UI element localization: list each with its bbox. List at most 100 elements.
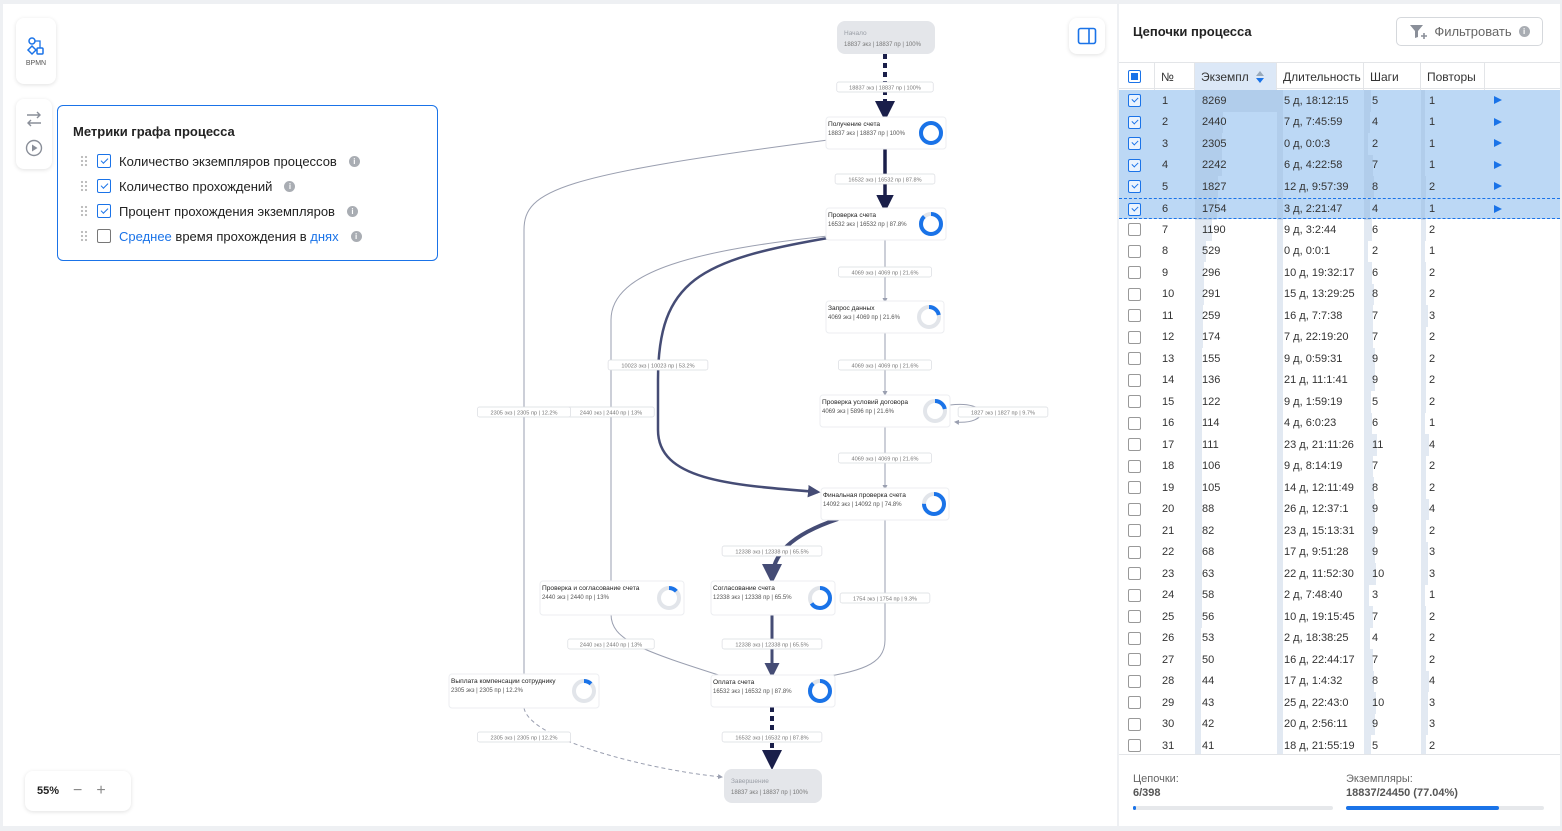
- node-box[interactable]: [825, 207, 947, 241]
- graph-edge[interactable]: [523, 707, 723, 780]
- row-checkbox[interactable]: [1128, 287, 1141, 301]
- row-checkbox[interactable]: [1128, 739, 1141, 752]
- drag-handle-icon[interactable]: [80, 230, 88, 242]
- row-checkbox[interactable]: [1128, 266, 1141, 279]
- row-checkbox[interactable]: [1128, 180, 1141, 193]
- row-checkbox[interactable]: [1128, 352, 1141, 365]
- row-checkbox[interactable]: [1128, 545, 1141, 559]
- graph-edge[interactable]: [608, 235, 829, 586]
- terminal-node-box[interactable]: [837, 21, 935, 54]
- row-checkbox[interactable]: [1128, 309, 1141, 322]
- column-header-steps[interactable]: Шаги: [1364, 63, 1421, 90]
- node-box[interactable]: [539, 580, 685, 616]
- column-header-number[interactable]: №: [1155, 63, 1195, 90]
- play-icon[interactable]: [1494, 139, 1502, 147]
- row-checkbox[interactable]: [1128, 696, 1141, 709]
- node-box[interactable]: [448, 673, 600, 709]
- row-checkbox[interactable]: [1128, 610, 1141, 623]
- node-box[interactable]: [710, 580, 836, 616]
- metric-percent[interactable]: Процент прохождения экземпляров i: [80, 202, 358, 220]
- select-all-checkbox[interactable]: [1128, 70, 1141, 83]
- row-checkbox[interactable]: [1128, 459, 1141, 473]
- row-checkbox[interactable]: [1128, 202, 1141, 216]
- node-box[interactable]: [820, 487, 950, 521]
- toggle-panel-button[interactable]: [1069, 18, 1105, 54]
- node-box[interactable]: [710, 674, 836, 708]
- swap-arrows-icon[interactable]: [25, 111, 43, 127]
- graph-edge[interactable]: [656, 236, 829, 498]
- row-checkbox[interactable]: [1128, 395, 1141, 408]
- row-checkbox[interactable]: [1128, 137, 1141, 150]
- row-checkbox[interactable]: [1128, 158, 1141, 172]
- zoom-out-button[interactable]: −: [73, 782, 83, 799]
- row-checkbox[interactable]: [1128, 438, 1141, 451]
- row-checkbox[interactable]: [1128, 588, 1141, 602]
- info-icon[interactable]: i: [350, 230, 362, 242]
- info-icon[interactable]: i: [346, 205, 358, 217]
- aggregation-select[interactable]: Среднее: [119, 228, 172, 244]
- column-header-repeats[interactable]: Повторы: [1421, 63, 1485, 90]
- metric-checkbox[interactable]: [97, 154, 111, 168]
- row-checkbox[interactable]: [1128, 674, 1141, 688]
- row-checkbox[interactable]: [1128, 223, 1141, 236]
- time-unit-select[interactable]: днях: [310, 228, 339, 244]
- play-circle-icon[interactable]: [25, 139, 43, 157]
- play-icon[interactable]: [1494, 182, 1502, 190]
- play-icon[interactable]: [1494, 96, 1502, 104]
- filter-button[interactable]: Фильтровать i: [1396, 17, 1543, 46]
- play-icon[interactable]: [1494, 160, 1502, 169]
- play-icon[interactable]: [1494, 117, 1502, 126]
- node-box[interactable]: [819, 394, 951, 428]
- metric-instances[interactable]: Количество экземпляров процессов i: [80, 152, 360, 170]
- column-header-duration[interactable]: Длительность: [1277, 63, 1364, 90]
- node-box[interactable]: [825, 300, 945, 334]
- metric-checkbox[interactable]: [97, 204, 111, 218]
- metric-checkbox[interactable]: [97, 229, 111, 243]
- metric-checkbox[interactable]: [97, 179, 111, 193]
- row-checkbox[interactable]: [1128, 244, 1141, 258]
- drag-handle-icon[interactable]: [80, 205, 88, 217]
- row-checkbox[interactable]: [1128, 416, 1141, 430]
- process-graph-canvas[interactable]: 18837 экз | 18837 пр | 100%16532 экз | 1…: [3, 4, 1117, 826]
- info-icon[interactable]: i: [1518, 26, 1530, 37]
- row-checkbox[interactable]: [1128, 94, 1141, 107]
- row-checkbox[interactable]: [1128, 502, 1141, 516]
- metric-avg-time[interactable]: Среднее время прохождения в днях i: [80, 227, 362, 245]
- row-checkbox[interactable]: [1128, 524, 1141, 537]
- terminal-node-box[interactable]: [724, 769, 822, 803]
- drag-handle-icon[interactable]: [80, 180, 88, 192]
- row-checkbox[interactable]: [1128, 631, 1141, 645]
- info-icon[interactable]: i: [348, 155, 360, 167]
